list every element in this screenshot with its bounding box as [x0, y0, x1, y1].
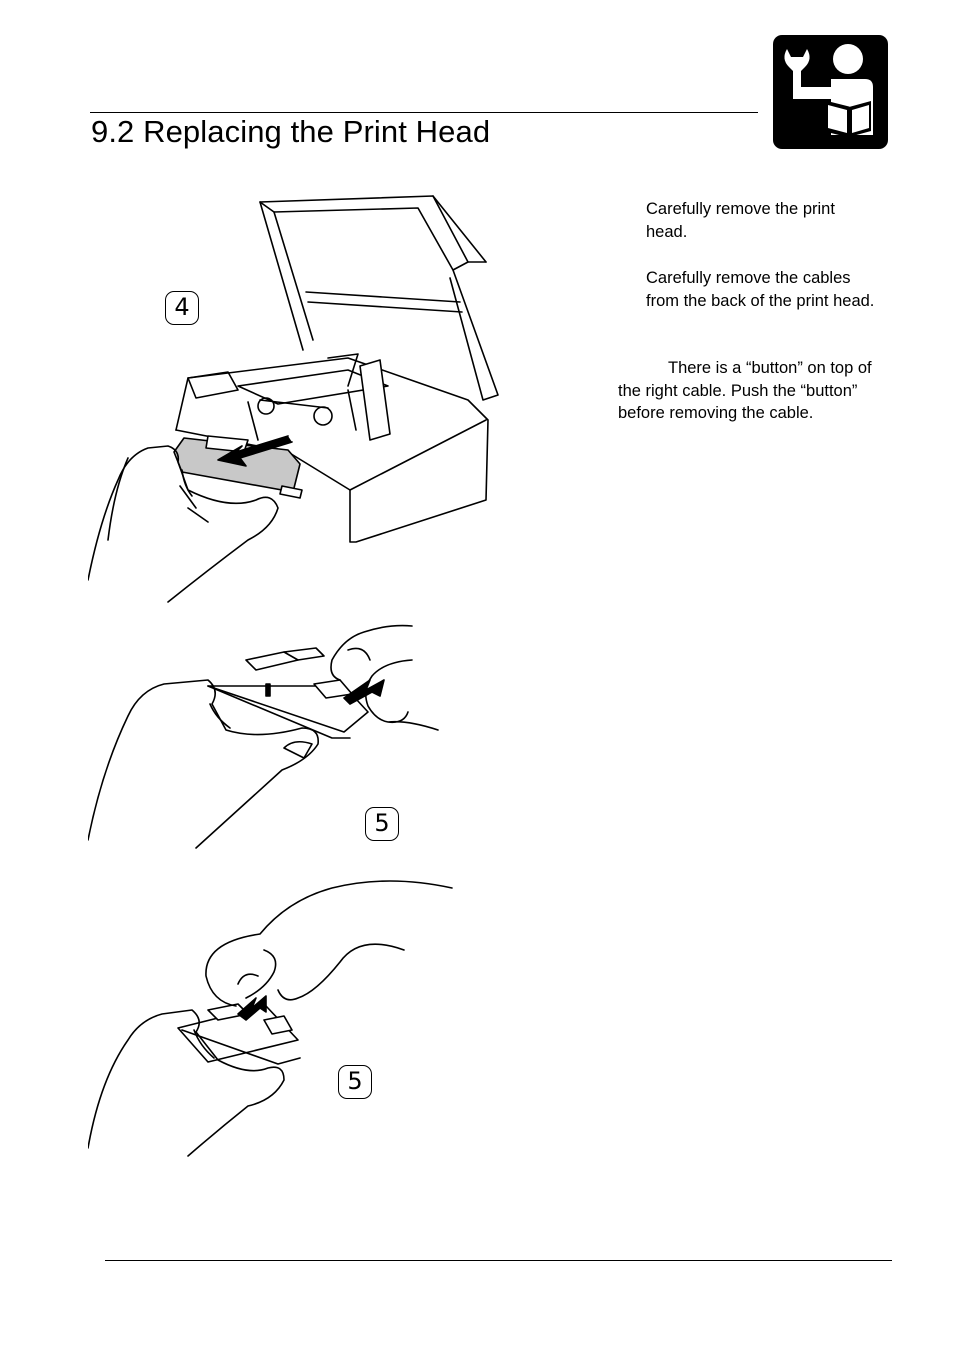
step-badge-5b: 5 [338, 1065, 372, 1099]
step-badge-5a: 5 [365, 807, 399, 841]
service-technician-manual-icon [773, 35, 888, 149]
cable-button-note: There is a “button” on top of the right … [618, 357, 878, 425]
press-cable-button-illustration [88, 624, 439, 849]
step-badge-4: 4 [165, 291, 199, 325]
footer-rule [105, 1260, 892, 1261]
cable-button-note-text: There is a “button” on top of the right … [618, 359, 872, 423]
pull-cable-illustration [88, 880, 453, 1157]
step4-instruction: Carefully remove the print head. [646, 200, 835, 241]
printer-remove-printhead-illustration [88, 195, 499, 603]
step5-instruction: Carefully remove the cables from the bac… [646, 269, 875, 310]
page-title: 9.2 Replacing the Print Head [91, 114, 491, 149]
header-rule [90, 112, 758, 113]
